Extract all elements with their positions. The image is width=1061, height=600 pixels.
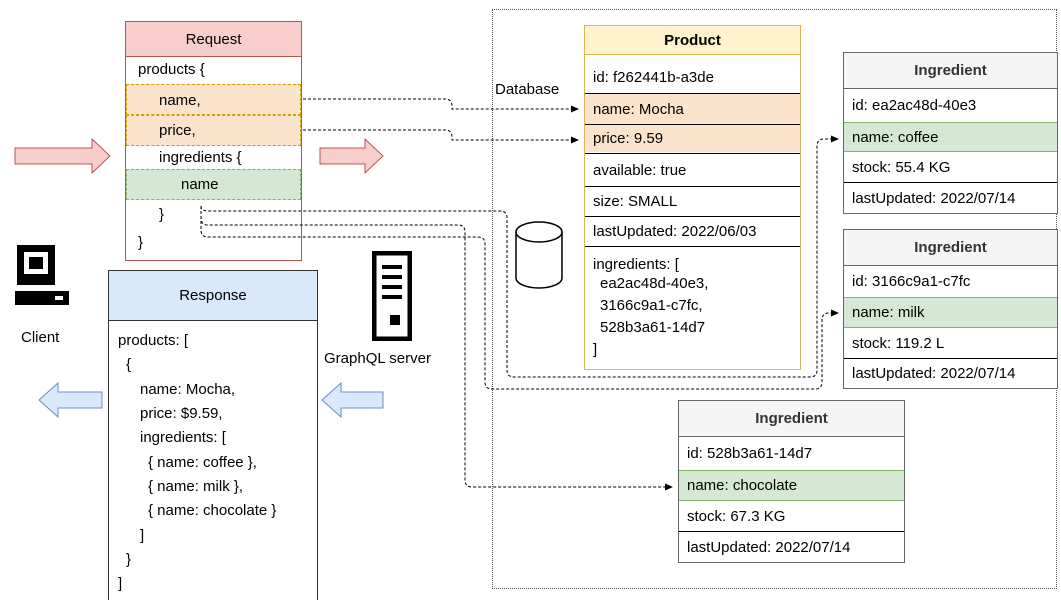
ingredient-id-row: id: 528b3a61-14d7 xyxy=(687,445,813,462)
response-line: name: Mocha, xyxy=(140,381,236,398)
product-ingredients-line: 3166c9a1-c7fc, xyxy=(600,297,703,314)
response-line: price: $9.59, xyxy=(140,405,223,422)
response-line: } xyxy=(126,551,132,568)
request-out-arrow xyxy=(319,137,384,175)
connector-price xyxy=(303,129,579,144)
product-box: Product xyxy=(584,25,801,370)
ingredient-title: Ingredient xyxy=(679,401,904,437)
connector-milk xyxy=(200,206,839,390)
connector-chocolate xyxy=(200,206,673,491)
request-line: } xyxy=(138,234,144,251)
response-line: { xyxy=(126,356,132,373)
ingredient-name-row: name: chocolate xyxy=(679,470,904,501)
ingredient-id-row: id: ea2ac48d-40e3 xyxy=(852,97,977,114)
ingredient-name-row: name: milk xyxy=(844,297,1057,328)
ingredient-stock-row: stock: 119.2 L xyxy=(844,328,1057,359)
product-size-row: size: SMALL xyxy=(585,186,800,216)
request-line: name, xyxy=(159,92,201,109)
ingredient-id-row: id: 3166c9a1-c7fc xyxy=(852,273,971,290)
ingredient-lastupdated-row: lastUpdated: 2022/07/14 xyxy=(852,365,1016,382)
response-title: Response xyxy=(109,271,317,321)
response-line: { name: milk }, xyxy=(148,478,244,495)
request-line: products { xyxy=(138,61,205,78)
computer-icon xyxy=(15,243,71,307)
product-ingredients-line: ] xyxy=(593,341,598,358)
request-title: Request xyxy=(126,22,301,57)
response-line: { name: chocolate } xyxy=(148,502,277,519)
request-line: price, xyxy=(159,122,196,139)
request-highlight-name xyxy=(126,84,301,115)
connector-name xyxy=(303,98,579,113)
response-line: { name: coffee }, xyxy=(148,454,257,471)
response-line: ] xyxy=(140,527,145,544)
product-ingredients-line: 528b3a61-14d7 xyxy=(600,319,706,336)
product-available-row: available: true xyxy=(585,153,800,186)
connector-coffee xyxy=(200,135,839,378)
response-box: Response xyxy=(108,270,318,600)
product-price-row: price: 9.59 xyxy=(585,124,800,152)
ingredient-name-row: name: coffee xyxy=(844,122,1057,152)
product-name-row: name: Mocha xyxy=(585,93,800,124)
product-title: Product xyxy=(585,26,800,55)
database-label: Database xyxy=(495,81,560,98)
database-icon xyxy=(514,220,564,290)
ingredient-title: Ingredient xyxy=(844,230,1057,266)
product-ingredients-line: ingredients: [ xyxy=(593,256,679,273)
request-highlight-price xyxy=(126,115,301,146)
request-in-arrow xyxy=(14,137,111,175)
client-label: Client xyxy=(21,329,60,346)
product-id-row: id: f262441b-a3de xyxy=(593,68,714,86)
response-line: ] xyxy=(118,575,123,592)
ingredient-lastupdated-row: lastUpdated: 2022/07/14 xyxy=(852,189,1016,207)
ingredient-stock-row: stock: 55.4 KG xyxy=(844,152,1057,183)
request-highlight-ingredient-name xyxy=(126,169,301,200)
ingredient-title: Ingredient xyxy=(844,53,1057,89)
ingredient-stock-row: stock: 67.3 KG xyxy=(679,501,904,532)
request-line: } xyxy=(159,206,165,223)
response-line: products: [ xyxy=(118,332,189,349)
request-line: name xyxy=(181,176,219,193)
request-line: ingredients { xyxy=(159,149,242,166)
server-label: GraphQL server xyxy=(324,350,431,367)
product-ingredients-line: ea2ac48d-40e3, xyxy=(600,275,709,292)
server-icon xyxy=(371,250,413,342)
response-line: ingredients: [ xyxy=(140,429,226,446)
response-out-arrow xyxy=(38,381,103,419)
product-lastupdated-row: lastUpdated: 2022/06/03 xyxy=(585,216,800,247)
response-in-arrow xyxy=(321,381,384,419)
ingredient-lastupdated-row: lastUpdated: 2022/07/14 xyxy=(687,538,851,556)
